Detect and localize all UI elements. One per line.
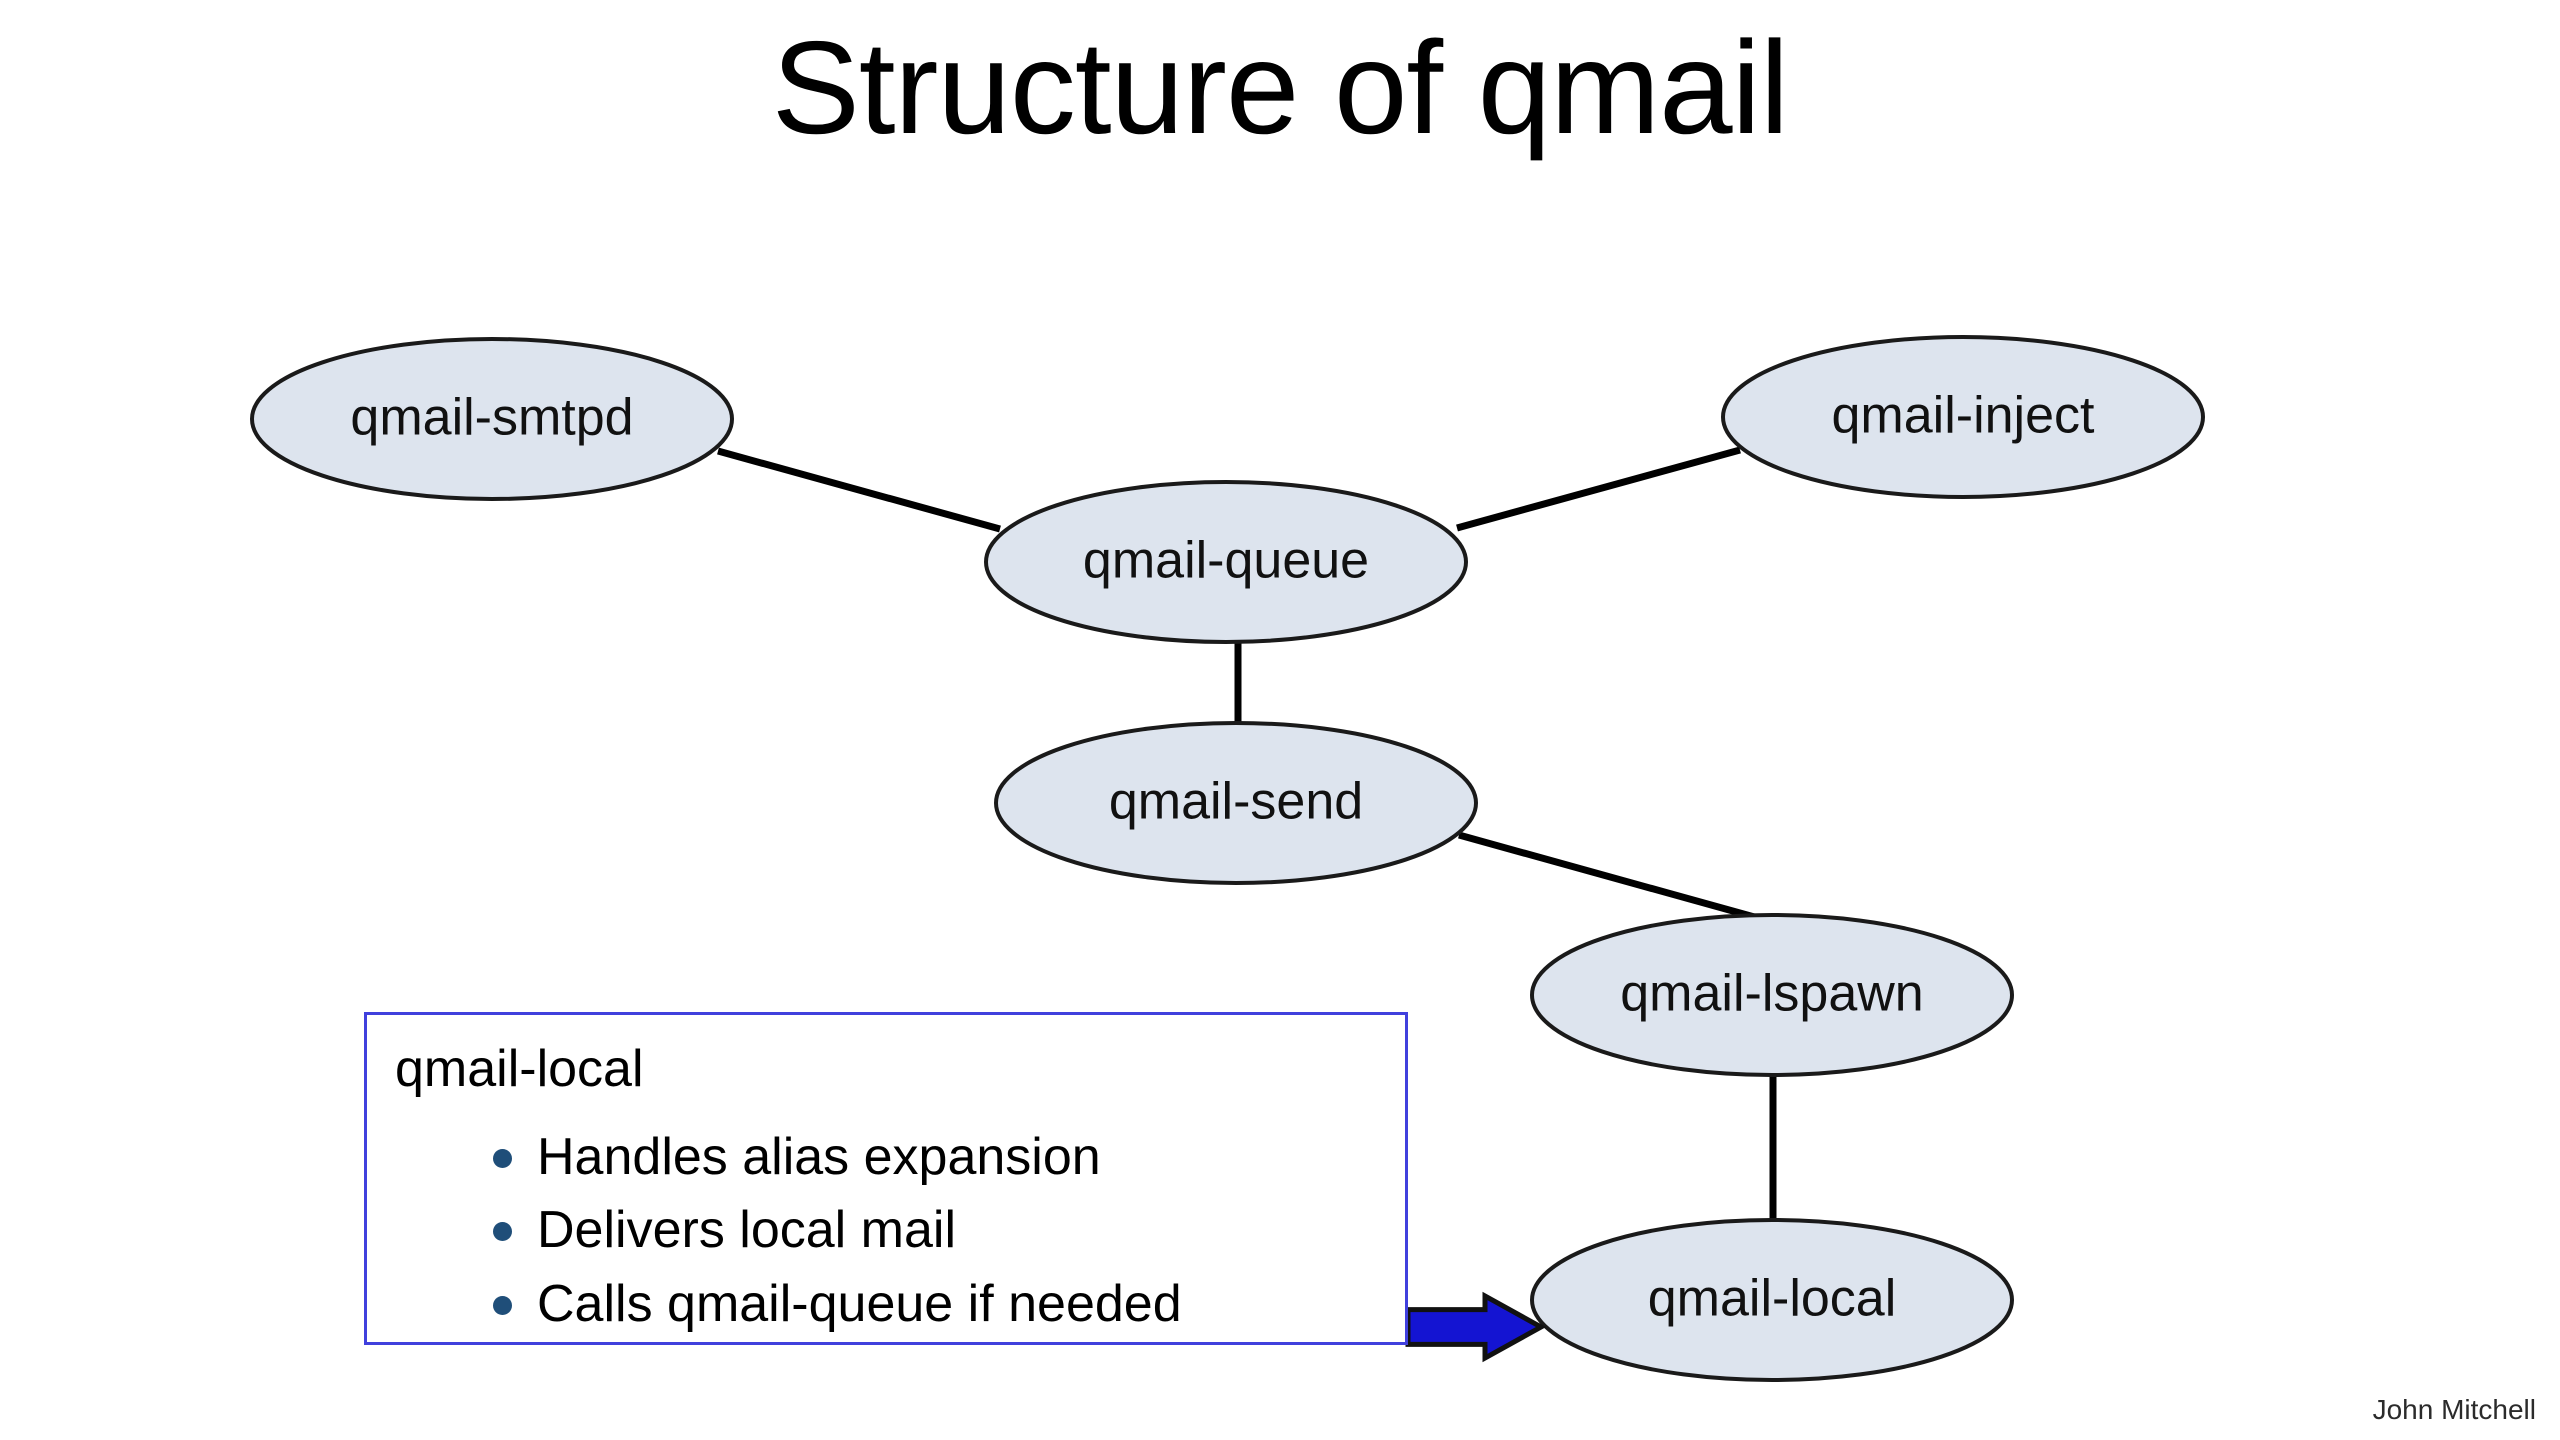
callout-bullet-list: Handles alias expansion Delivers local m… (477, 1127, 1387, 1347)
page-title: Structure of qmail (771, 14, 1789, 161)
callout-textbox: qmail-local Handles alias expansion Deli… (364, 1012, 1408, 1345)
node-layer: qmail-smtpd qmail-inject qmail-queue qma… (250, 335, 2205, 1382)
callout-heading: qmail-local (395, 1040, 644, 1098)
callout-to-local-arrow (1405, 1291, 1547, 1363)
node-qmail-queue[interactable]: qmail-queue (984, 480, 1468, 644)
footer-credit: John Mitchell (2372, 1394, 2536, 1425)
list-item: Delivers local mail (477, 1200, 1387, 1260)
list-item-label: Handles alias expansion (537, 1128, 1101, 1186)
node-label: qmail-smtpd (350, 389, 633, 447)
node-label: qmail-inject (1832, 387, 2096, 445)
node-shape-ellipse (994, 721, 1478, 885)
node-qmail-send[interactable]: qmail-send (994, 721, 1478, 885)
bullet-dot-icon (493, 1149, 512, 1168)
bullet-dot-icon (493, 1222, 512, 1242)
node-shape-ellipse (1721, 335, 2205, 499)
node-qmail-inject[interactable]: qmail-inject (1721, 335, 2205, 499)
node-shape-ellipse (984, 480, 1468, 644)
node-shape-ellipse (250, 337, 734, 501)
node-qmail-local[interactable]: qmail-local (1530, 1218, 2014, 1382)
node-label: qmail-queue (1083, 532, 1369, 590)
list-item-label: Delivers local mail (537, 1201, 956, 1260)
node-shape-ellipse (1530, 1218, 2014, 1382)
node-label: qmail-lspawn (1620, 965, 1923, 1023)
list-item: Handles alias expansion (477, 1127, 1387, 1187)
node-label: qmail-send (1109, 773, 1363, 831)
edge-smtpd-to-queue (717, 447, 1001, 533)
node-label: qmail-local (1648, 1270, 1897, 1328)
edge-inject-to-queue (1456, 446, 1741, 532)
edge-send-to-lspawn (1458, 831, 1759, 922)
edge-layer (717, 446, 1777, 1222)
block-arrow-right-icon (1405, 1291, 1547, 1363)
node-shape-ellipse (1530, 913, 2014, 1077)
list-item: Calls qmail-queue if needed (477, 1274, 1387, 1334)
node-qmail-lspawn[interactable]: qmail-lspawn (1530, 913, 2014, 1077)
bullet-dot-icon (493, 1295, 512, 1315)
list-item-label: Calls qmail-queue if needed (537, 1274, 1182, 1333)
node-qmail-smtpd[interactable]: qmail-smtpd (250, 337, 734, 501)
